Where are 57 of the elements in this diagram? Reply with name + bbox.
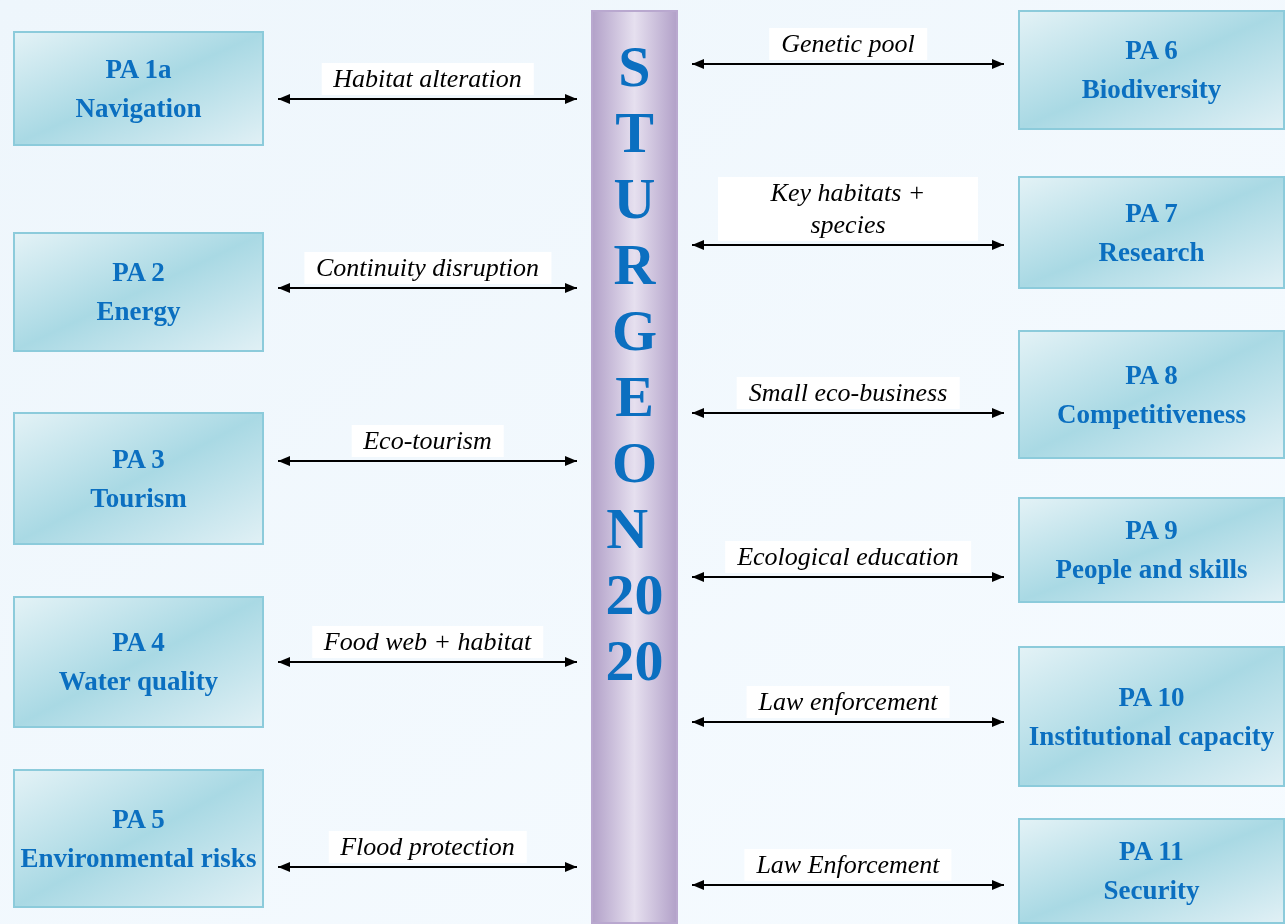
edge-label: Food web + habitat bbox=[311, 626, 544, 658]
area-number: PA 9 bbox=[1125, 514, 1178, 547]
area-number: PA 5 bbox=[112, 802, 165, 836]
area-name: Tourism bbox=[90, 481, 187, 515]
area-name: Energy bbox=[96, 295, 181, 328]
edge-label: Law Enforcement bbox=[744, 849, 952, 881]
double-arrow bbox=[691, 572, 1005, 582]
edge-label: Law enforcement bbox=[746, 686, 950, 718]
priority-area-box bbox=[13, 31, 264, 146]
priority-area-box bbox=[1018, 330, 1285, 459]
edge-label: Continuity disruption bbox=[303, 252, 552, 284]
double-arrow bbox=[277, 862, 578, 872]
priority-area-box bbox=[13, 232, 264, 352]
area-number: PA 7 bbox=[1125, 196, 1178, 230]
priority-area-box bbox=[13, 769, 264, 908]
area-number: PA 2 bbox=[112, 256, 165, 289]
priority-area-box bbox=[1018, 818, 1285, 924]
area-name: Institutional capacity bbox=[1028, 719, 1275, 753]
double-arrow bbox=[691, 59, 1005, 69]
edge-label: Key habitats + species bbox=[718, 177, 978, 241]
double-arrow bbox=[691, 880, 1005, 890]
area-name: Competitiveness bbox=[1057, 397, 1246, 431]
area-name: Navigation bbox=[75, 91, 202, 125]
priority-area-box bbox=[1018, 646, 1285, 787]
edge-label: Eco-tourism bbox=[351, 425, 504, 457]
priority-area-box bbox=[1018, 10, 1285, 130]
edge-label: Habitat alteration bbox=[321, 63, 534, 95]
edge-label: Ecological education bbox=[725, 541, 971, 573]
vertical-title-bar bbox=[591, 10, 678, 924]
priority-area-box bbox=[13, 412, 264, 545]
double-arrow bbox=[277, 283, 578, 293]
double-arrow bbox=[277, 657, 578, 667]
double-arrow bbox=[277, 94, 578, 104]
area-name: Water quality bbox=[58, 665, 219, 698]
priority-area-box bbox=[1018, 176, 1285, 289]
area-name: Security bbox=[1103, 874, 1200, 907]
edge-label: Small eco-business bbox=[736, 377, 960, 409]
priority-area-box bbox=[13, 596, 264, 728]
area-number: PA 10 bbox=[1118, 680, 1185, 714]
double-arrow bbox=[277, 456, 578, 466]
area-number: PA 1a bbox=[105, 52, 172, 86]
vertical-title: STURGEON 2020 bbox=[605, 34, 664, 695]
area-name: Biodiversity bbox=[1081, 73, 1222, 106]
area-number: PA 8 bbox=[1125, 358, 1178, 392]
area-name: Research bbox=[1098, 235, 1205, 269]
area-name: Environmental risks bbox=[20, 841, 257, 875]
double-arrow bbox=[691, 240, 1005, 250]
edge-label: Genetic pool bbox=[769, 28, 927, 60]
double-arrow bbox=[691, 717, 1005, 727]
priority-area-box bbox=[1018, 497, 1285, 603]
area-number: PA 4 bbox=[112, 626, 165, 659]
double-arrow bbox=[691, 408, 1005, 418]
area-number: PA 6 bbox=[1125, 34, 1178, 67]
area-number: PA 3 bbox=[112, 442, 165, 476]
area-name: People and skills bbox=[1055, 553, 1248, 586]
area-number: PA 11 bbox=[1119, 835, 1184, 868]
edge-label: Flood protection bbox=[328, 831, 527, 863]
